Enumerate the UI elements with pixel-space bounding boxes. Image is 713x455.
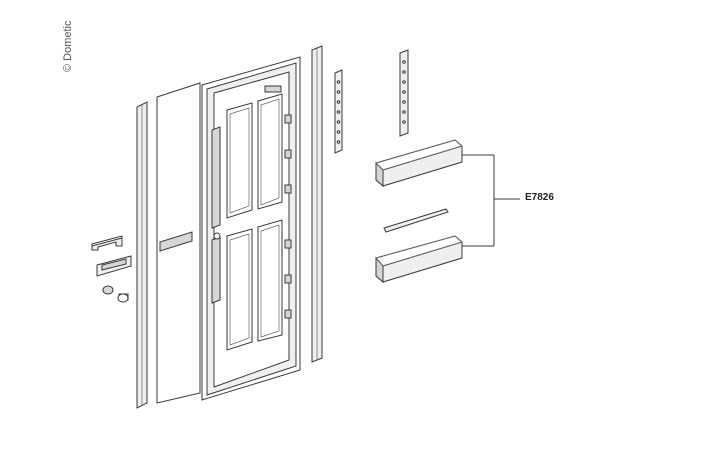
handle-escutcheon <box>96 255 132 277</box>
callout-leader <box>462 154 520 247</box>
shelf-rail-small <box>334 69 343 154</box>
shelf-rail-tall <box>399 49 409 137</box>
door-handle <box>91 235 123 251</box>
door-bin-upper <box>375 139 463 188</box>
door-assembly <box>201 56 301 401</box>
lock-cylinder <box>102 285 129 303</box>
gasket-strip-right <box>311 45 323 363</box>
frame-strip-left <box>136 101 148 409</box>
retaining-bar <box>383 208 449 233</box>
door-bin-lower <box>375 235 463 284</box>
door-panel-sheet <box>156 82 201 404</box>
part-number-label: E7826 <box>525 192 554 203</box>
